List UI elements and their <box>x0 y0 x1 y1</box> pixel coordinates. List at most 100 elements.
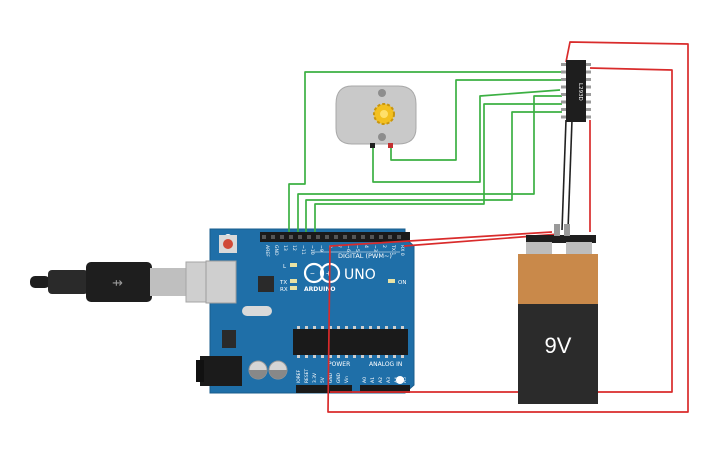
chip-pin <box>361 355 364 358</box>
driver-pin[interactable] <box>561 93 566 96</box>
chip-pin <box>297 355 300 358</box>
led-tx <box>290 279 297 283</box>
chip-pin <box>385 355 388 358</box>
chip-pin <box>345 355 348 358</box>
header-pin[interactable] <box>307 235 311 239</box>
top-pin-label: ~11 <box>300 245 306 255</box>
chip-pin <box>377 355 380 358</box>
chip-pin <box>377 326 380 329</box>
header-pin[interactable] <box>298 235 302 239</box>
driver-pin[interactable] <box>561 100 566 104</box>
header-pin[interactable] <box>334 235 338 239</box>
header-pin[interactable] <box>289 235 293 239</box>
mount-hole <box>396 376 404 384</box>
header-pin[interactable] <box>397 235 401 239</box>
chip-pin <box>297 326 300 329</box>
chip-pin <box>321 355 324 358</box>
led-on <box>388 279 395 283</box>
svg-text:+: + <box>326 269 331 278</box>
driver-pin[interactable] <box>561 63 566 66</box>
power-pin-label: GND <box>336 372 342 383</box>
wire-driver-gnd <box>567 119 573 231</box>
usb-icon: ⇸ <box>112 275 123 290</box>
chip-pin <box>393 355 396 358</box>
driver-pin[interactable] <box>586 100 591 104</box>
led-on-label: ON <box>398 280 406 286</box>
driver-pin[interactable] <box>586 85 591 89</box>
header-pin[interactable] <box>352 235 356 239</box>
l293d-driver-chip[interactable]: L293D <box>561 60 591 122</box>
top-pin-label: ~10 <box>309 245 315 255</box>
analog-pin-label: A3 <box>386 377 392 383</box>
chip-pin <box>321 326 324 329</box>
board-model: UNO <box>344 267 376 283</box>
driver-pin[interactable] <box>586 70 591 74</box>
crystal <box>242 306 272 316</box>
chip-pin <box>305 355 308 358</box>
wire-pin10-to-driver <box>314 103 562 232</box>
header-pin[interactable] <box>316 235 320 239</box>
header-pin[interactable] <box>325 235 329 239</box>
chip-pin <box>361 326 364 329</box>
top-pin-label: ~9 <box>318 245 324 252</box>
driver-pin[interactable] <box>561 70 566 74</box>
driver-pin[interactable] <box>561 115 566 119</box>
header-pin[interactable] <box>379 235 383 239</box>
header-pin[interactable] <box>271 235 275 239</box>
dc-motor[interactable] <box>335 85 417 148</box>
power-pin-label: IOREF <box>296 369 302 383</box>
chip-pin <box>393 326 396 329</box>
driver-pin[interactable] <box>561 108 566 111</box>
regulator <box>222 330 236 348</box>
analog-pin-label: A0 <box>362 377 368 383</box>
header-pin[interactable] <box>262 235 266 239</box>
top-pin-label: 4 <box>363 245 369 248</box>
chip-pin <box>313 326 316 329</box>
power-pin-label: Vin <box>344 376 350 383</box>
usb-chip <box>258 276 274 292</box>
chip-pin <box>401 355 404 358</box>
chip-pin <box>337 355 340 358</box>
header-pin[interactable] <box>361 235 365 239</box>
driver-chip-label: L293D <box>577 83 583 101</box>
led-l <box>290 263 297 267</box>
top-pin-label: 13 <box>282 245 288 251</box>
chip-pin <box>369 326 372 329</box>
power-jack <box>200 356 242 386</box>
header-pin[interactable] <box>343 235 347 239</box>
battery-9v[interactable]: 9V <box>518 224 598 404</box>
chip-pin <box>353 355 356 358</box>
chip-pin <box>305 326 308 329</box>
led-tx-label: TX <box>279 280 287 286</box>
analog-header-label: ANALOG IN <box>369 361 402 368</box>
driver-pin[interactable] <box>586 108 591 111</box>
chip-pin <box>329 326 332 329</box>
chip-pin <box>401 326 404 329</box>
chip-pin <box>345 326 348 329</box>
power-header-label: POWER <box>328 361 350 368</box>
chip-pin <box>329 355 332 358</box>
chip-pin <box>353 326 356 329</box>
driver-pin[interactable] <box>586 78 591 81</box>
driver-pin[interactable] <box>561 78 566 81</box>
top-pin-label: ~6 <box>345 245 351 252</box>
chip-pin <box>313 355 316 358</box>
driver-pin[interactable] <box>586 63 591 66</box>
driver-pin[interactable] <box>586 115 591 119</box>
header-pin[interactable] <box>370 235 374 239</box>
top-pin-label: AREF <box>264 245 270 257</box>
analog-pin-label: A1 <box>370 377 376 383</box>
wire-pin11-to-driver <box>305 111 562 232</box>
led-rx-label: RX <box>280 287 288 293</box>
top-pin-label: RX 0 <box>399 245 405 256</box>
wire-driver-vs <box>327 41 689 413</box>
top-pin-label: 12 <box>291 245 297 251</box>
header-pin[interactable] <box>280 235 284 239</box>
driver-pin[interactable] <box>561 85 566 89</box>
driver-pin[interactable] <box>586 93 591 96</box>
power-pin-label: GND <box>328 372 334 383</box>
header-pin[interactable] <box>388 235 392 239</box>
atmega-chip <box>293 329 408 355</box>
